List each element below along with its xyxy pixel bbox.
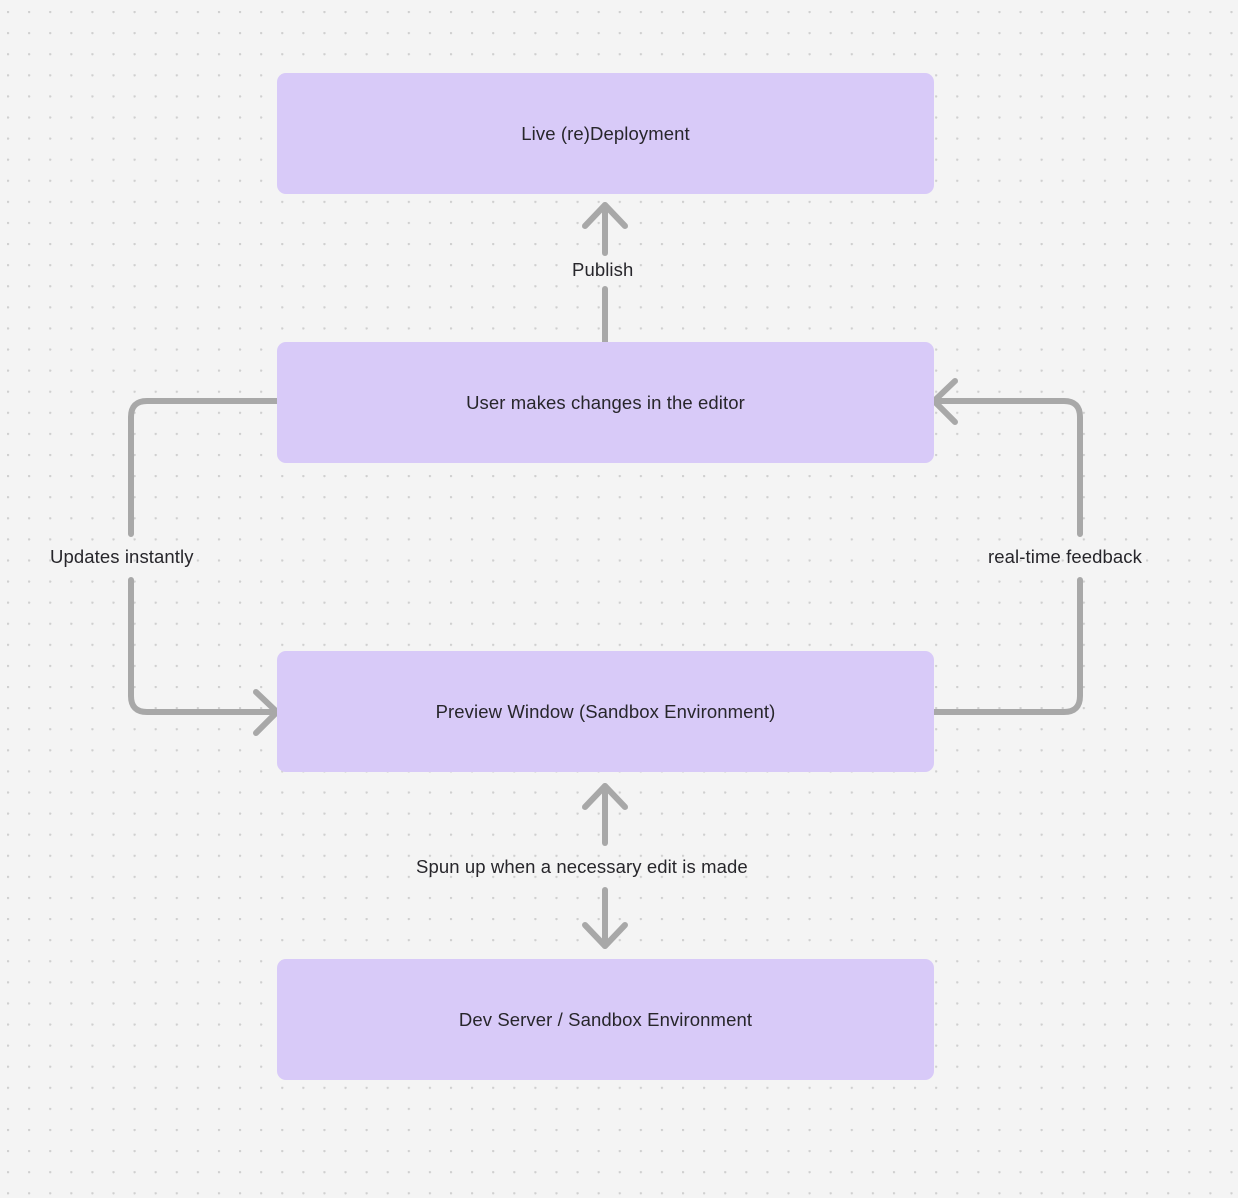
edge-real-time-feedback-segment-upper [931,398,1083,537]
edge-updates-instantly-segment-upper [128,398,280,537]
edge-updates-instantly-arrowhead [253,689,280,736]
edge-spin-up-arrowhead-up [582,783,628,810]
edge-label-real-time-feedback: real-time feedback [988,546,1142,567]
edge-publish-arrowhead [582,202,628,229]
edge-real-time-feedback-arrowhead [931,378,958,425]
node-live-deployment[interactable]: Live (re)Deployment [277,73,934,194]
edge-label-updates-instantly: Updates instantly [50,546,194,567]
node-preview-window-label: Preview Window (Sandbox Environment) [435,700,776,722]
edge-spin-up-arrowhead-down [582,922,628,949]
node-live-deployment-label: Live (re)Deployment [521,122,690,144]
edge-updates-instantly-segment-lower [128,577,280,715]
node-dev-server[interactable]: Dev Server / Sandbox Environment [277,959,934,1080]
node-dev-server-label: Dev Server / Sandbox Environment [458,1008,753,1030]
edge-label-spin-up: Spun up when a necessary edit is made [416,856,748,877]
edge-label-publish: Publish [572,259,634,280]
node-user-edits-label: User makes changes in the editor [466,391,745,413]
node-user-edits[interactable]: User makes changes in the editor [277,342,934,463]
edge-real-time-feedback-segment-lower [931,577,1083,715]
node-preview-window[interactable]: Preview Window (Sandbox Environment) [277,651,934,772]
